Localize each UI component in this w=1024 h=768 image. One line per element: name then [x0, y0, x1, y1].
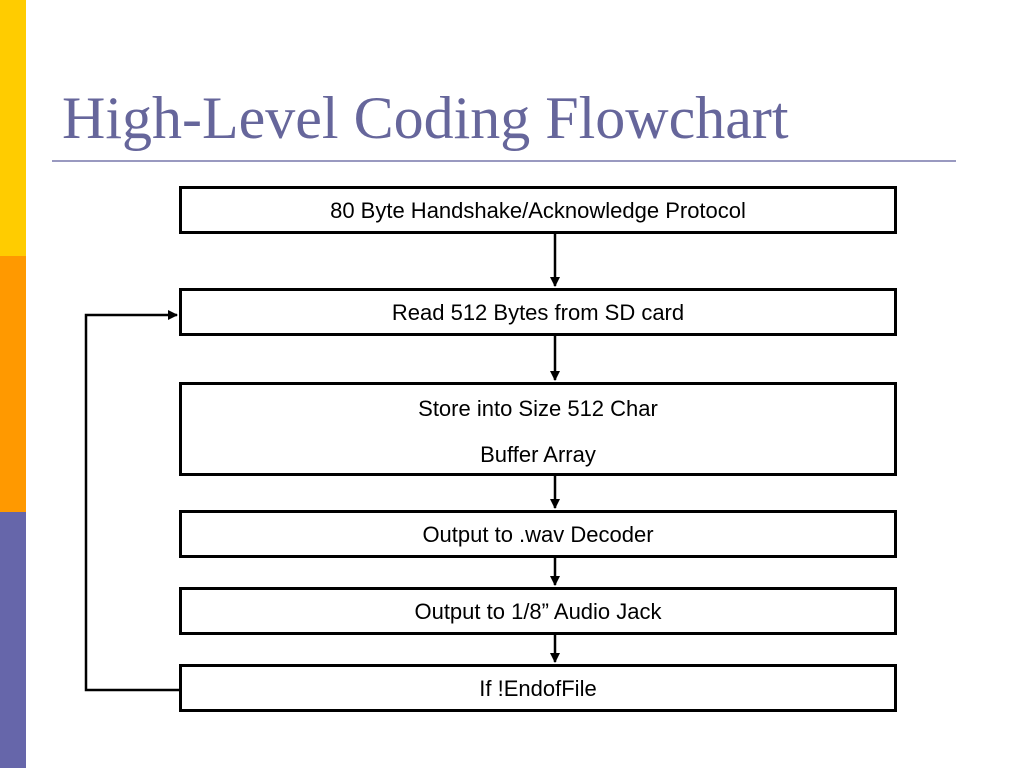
flow-step-text-line2: Buffer Array	[480, 442, 596, 467]
flow-step-wav-decoder: Output to .wav Decoder	[179, 510, 897, 558]
flow-step-text: Store into Size 512 Char	[418, 396, 658, 421]
flow-step-text: Output to .wav Decoder	[422, 522, 654, 547]
accent-bar-yellow	[0, 0, 26, 256]
flow-step-store-buffer: Store into Size 512 Char Buffer Array	[179, 382, 897, 476]
flow-step-audio-jack: Output to 1/8” Audio Jack	[179, 587, 897, 635]
flow-step-text: If !EndofFile	[479, 676, 597, 701]
slide-title: High-Level Coding Flowchart	[62, 85, 789, 151]
flow-step-text: Read 512 Bytes from SD card	[391, 300, 685, 325]
flow-step-handshake: 80 Byte Handshake/Acknowledge Protocol	[179, 186, 897, 234]
accent-bar-blue	[0, 512, 26, 768]
flow-step-text: 80 Byte Handshake/Acknowledge Protocol	[330, 198, 746, 223]
flow-step-read-bytes: Read 512 Bytes from SD card	[179, 288, 897, 336]
flow-step-text: Output to 1/8” Audio Jack	[414, 599, 662, 624]
title-underline	[52, 160, 956, 162]
flow-step-end-of-file-check: If !EndofFile	[179, 664, 897, 712]
loop-back-arrow	[84, 310, 179, 692]
accent-bar-orange	[0, 256, 26, 512]
